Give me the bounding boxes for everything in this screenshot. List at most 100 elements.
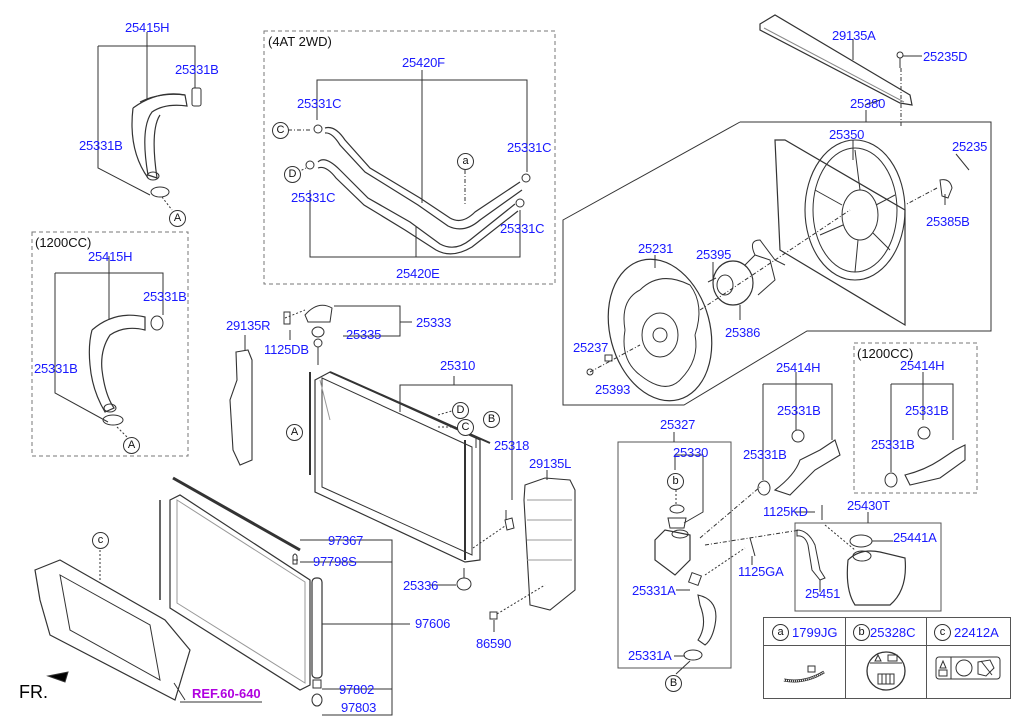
callout-A: A bbox=[169, 210, 186, 227]
part-label-25395[interactable]: 25395 bbox=[696, 247, 732, 262]
part-label-25231[interactable]: 25231 bbox=[638, 241, 674, 256]
part-label-25331B[interactable]: 25331B bbox=[905, 403, 949, 418]
legend-code: 1799JG bbox=[792, 625, 838, 640]
part-label-25350[interactable]: 25350 bbox=[829, 127, 865, 142]
callout-B: B bbox=[665, 675, 682, 692]
part-label-97802[interactable]: 97802 bbox=[339, 682, 375, 697]
part-label-25331B[interactable]: 25331B bbox=[143, 289, 187, 304]
legend-mark: a bbox=[772, 624, 789, 641]
accessory-legend-table: a 1799JG b 25328C c 22412A bbox=[763, 617, 1011, 699]
part-label-25331A[interactable]: 25331A bbox=[632, 583, 676, 598]
thermostat-group bbox=[654, 432, 801, 675]
part-label-1125DB[interactable]: 1125DB bbox=[264, 342, 309, 357]
part-label-25333[interactable]: 25333 bbox=[416, 315, 452, 330]
part-label-25414H[interactable]: 25414H bbox=[900, 358, 945, 373]
part-label-97803[interactable]: 97803 bbox=[341, 700, 377, 715]
group-label-4at-2wd: (4AT 2WD) bbox=[268, 34, 332, 49]
callout-D: D bbox=[452, 402, 469, 419]
part-label-25331B[interactable]: 25331B bbox=[79, 138, 123, 153]
part-label-97367[interactable]: 97367 bbox=[328, 533, 364, 548]
group-label-1200cc-right: (1200CC) bbox=[857, 346, 914, 361]
callout-a: a bbox=[457, 153, 474, 170]
part-label-25331B[interactable]: 25331B bbox=[175, 62, 219, 77]
part-label-25235D[interactable]: 25235D bbox=[923, 49, 968, 64]
part-label-29135R[interactable]: 29135R bbox=[226, 318, 271, 333]
part-label-29135A[interactable]: 29135A bbox=[832, 28, 876, 43]
warning-label-icon bbox=[926, 646, 1010, 698]
part-label-25331B[interactable]: 25331B bbox=[777, 403, 821, 418]
part-label-25335[interactable]: 25335 bbox=[346, 327, 382, 342]
legend-cell-c[interactable]: c 22412A bbox=[926, 618, 1010, 698]
group-label-1200cc-left: (1200CC) bbox=[35, 235, 92, 250]
legend-cell-a[interactable]: a 1799JG bbox=[764, 618, 846, 698]
legend-code: 22412A bbox=[954, 625, 999, 640]
legend-mark: b bbox=[853, 624, 870, 641]
part-label-25331C[interactable]: 25331C bbox=[507, 140, 552, 155]
part-label-1125KD[interactable]: 1125KD bbox=[763, 504, 808, 519]
part-label-25420F[interactable]: 25420F bbox=[402, 55, 445, 70]
part-label-25430T[interactable]: 25430T bbox=[847, 498, 890, 513]
part-label-25331B[interactable]: 25331B bbox=[743, 447, 787, 462]
upper-hose-part bbox=[139, 93, 188, 179]
part-label-25331C[interactable]: 25331C bbox=[500, 221, 545, 236]
part-label-86590[interactable]: 86590 bbox=[476, 636, 512, 651]
air-guard-right bbox=[489, 470, 576, 632]
callout-B: B bbox=[483, 411, 500, 428]
group-box-1200cc-right bbox=[853, 342, 978, 494]
reservoir-group bbox=[795, 505, 907, 606]
group-box-4at-2wd bbox=[263, 30, 556, 285]
part-label-25331C[interactable]: 25331C bbox=[291, 190, 336, 205]
part-label-25420E[interactable]: 25420E bbox=[396, 266, 440, 281]
part-label-97606[interactable]: 97606 bbox=[415, 616, 451, 631]
callout-c: c bbox=[92, 532, 109, 549]
part-label-25386[interactable]: 25386 bbox=[725, 325, 761, 340]
part-label-25415H[interactable]: 25415H bbox=[88, 249, 133, 264]
part-label-25385B[interactable]: 25385B bbox=[926, 214, 970, 229]
hose-clamp bbox=[191, 87, 202, 107]
legend-mark: c bbox=[934, 624, 951, 641]
callout-A: A bbox=[123, 437, 140, 454]
part-label-25451[interactable]: 25451 bbox=[805, 586, 841, 601]
legend-cell-b[interactable]: b 25328C bbox=[845, 618, 927, 698]
part-label-25235[interactable]: 25235 bbox=[952, 139, 988, 154]
part-label-25331A[interactable]: 25331A bbox=[628, 648, 672, 663]
fan-shroud-group bbox=[774, 139, 970, 327]
part-label-97798S[interactable]: 97798S bbox=[313, 554, 357, 569]
part-label-25310[interactable]: 25310 bbox=[440, 358, 476, 373]
part-label-25237[interactable]: 25237 bbox=[573, 340, 609, 355]
fan-assembly-outline bbox=[562, 121, 992, 406]
callout-C: C bbox=[272, 122, 289, 139]
callout-C: C bbox=[457, 419, 474, 436]
part-label-1125GA[interactable]: 1125GA bbox=[738, 564, 784, 579]
caution-circle-label-icon bbox=[845, 646, 926, 698]
upper-hose-1200cc-group bbox=[54, 256, 164, 439]
lower-hose-group bbox=[757, 372, 841, 496]
part-label-25327[interactable]: 25327 bbox=[660, 417, 696, 432]
part-label-25331B[interactable]: 25331B bbox=[871, 437, 915, 452]
part-label-25318[interactable]: 25318 bbox=[494, 438, 530, 453]
lower-hose-1200cc-group bbox=[884, 372, 966, 488]
radiator-group bbox=[283, 304, 515, 591]
fan-motor-group bbox=[699, 209, 851, 320]
air-guard-left bbox=[229, 335, 253, 466]
callout-D: D bbox=[284, 166, 301, 183]
part-label-25331C[interactable]: 25331C bbox=[297, 96, 342, 111]
part-label-25330[interactable]: 25330 bbox=[673, 445, 709, 460]
part-label-29135L[interactable]: 29135L bbox=[529, 456, 572, 471]
part-label-25336[interactable]: 25336 bbox=[403, 578, 439, 593]
callout-A: A bbox=[286, 424, 303, 441]
part-label-25415H[interactable]: 25415H bbox=[125, 20, 170, 35]
front-carrier-group bbox=[34, 550, 262, 703]
part-label-25393[interactable]: 25393 bbox=[595, 382, 631, 397]
part-label-25380[interactable]: 25380 bbox=[850, 96, 886, 111]
hose-clamp bbox=[150, 186, 170, 198]
part-label-25441A[interactable]: 25441A bbox=[893, 530, 937, 545]
oil-cooler-hose-group bbox=[288, 70, 531, 258]
part-label-25331B[interactable]: 25331B bbox=[34, 361, 78, 376]
part-label-25414H[interactable]: 25414H bbox=[776, 360, 821, 375]
cable-tie-icon bbox=[764, 646, 845, 698]
group-box-1200cc-left bbox=[31, 231, 189, 457]
reference-link[interactable]: REF.60-640 bbox=[192, 686, 261, 701]
fan-blade-group bbox=[586, 255, 713, 402]
